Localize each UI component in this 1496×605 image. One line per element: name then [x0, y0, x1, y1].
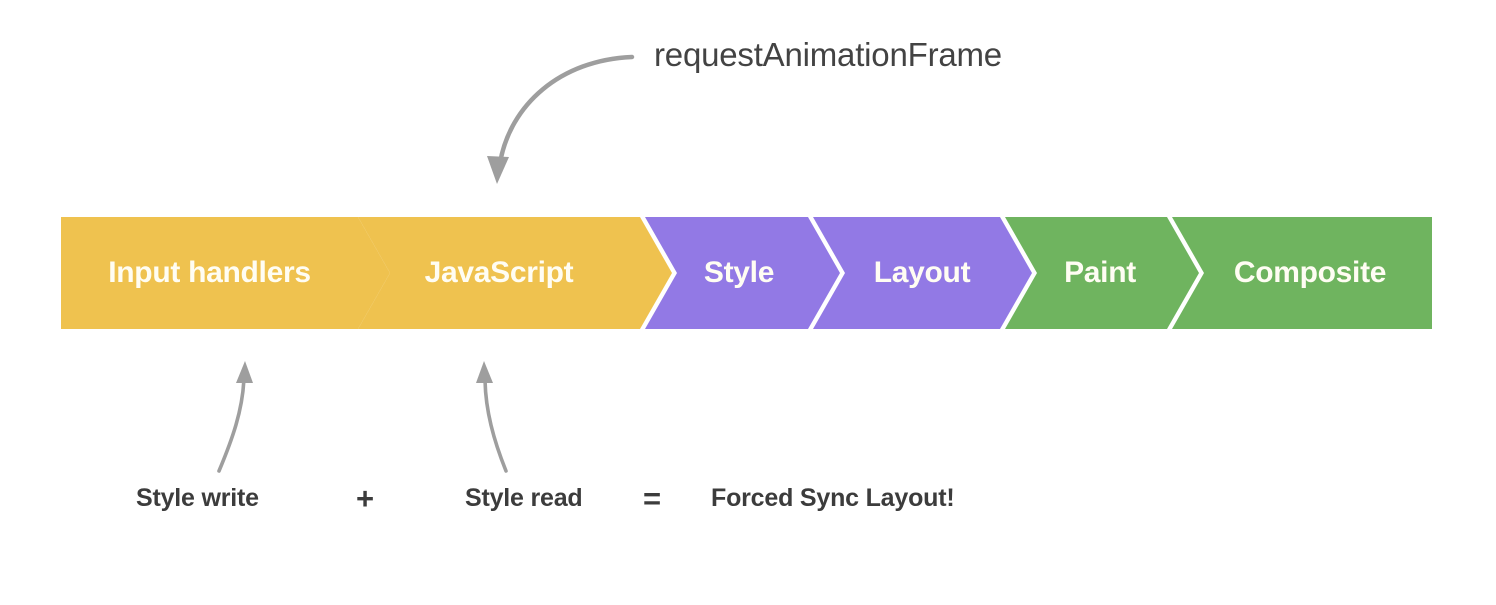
- curved-arrow-up-left-icon: [217, 361, 253, 473]
- equals-operator: =: [643, 481, 662, 516]
- chevron-style[interactable]: [645, 217, 840, 329]
- style-read-label: Style read: [465, 484, 583, 512]
- chevron-layout[interactable]: [813, 217, 1032, 329]
- curved-arrow-up-right-icon: [476, 361, 508, 473]
- pipeline-label-layout: Layout: [873, 256, 971, 289]
- request-animation-frame-label: requestAnimationFrame: [654, 36, 1002, 73]
- forced-sync-layout-label: Forced Sync Layout!: [711, 484, 955, 512]
- pipeline-label-composite: Composite: [1233, 256, 1387, 289]
- pipeline-chevrons: [61, 217, 1432, 329]
- pipeline-label-paint: Paint: [1064, 256, 1136, 289]
- plus-operator: +: [356, 481, 375, 516]
- curved-arrow-down-left-icon: [487, 54, 635, 184]
- chevron-paint[interactable]: [1005, 217, 1199, 329]
- pipeline-label-style: Style: [703, 256, 775, 289]
- style-write-label: Style write: [136, 484, 259, 512]
- chevron-input-handlers[interactable]: [61, 217, 390, 329]
- chevron-composite[interactable]: [1172, 217, 1432, 329]
- pipeline-label-javascript: JavaScript: [424, 256, 574, 289]
- pipeline-label-input-handlers: Input handlers: [108, 256, 311, 289]
- chevron-javascript[interactable]: [358, 217, 672, 329]
- rendering-pipeline: [61, 217, 1432, 329]
